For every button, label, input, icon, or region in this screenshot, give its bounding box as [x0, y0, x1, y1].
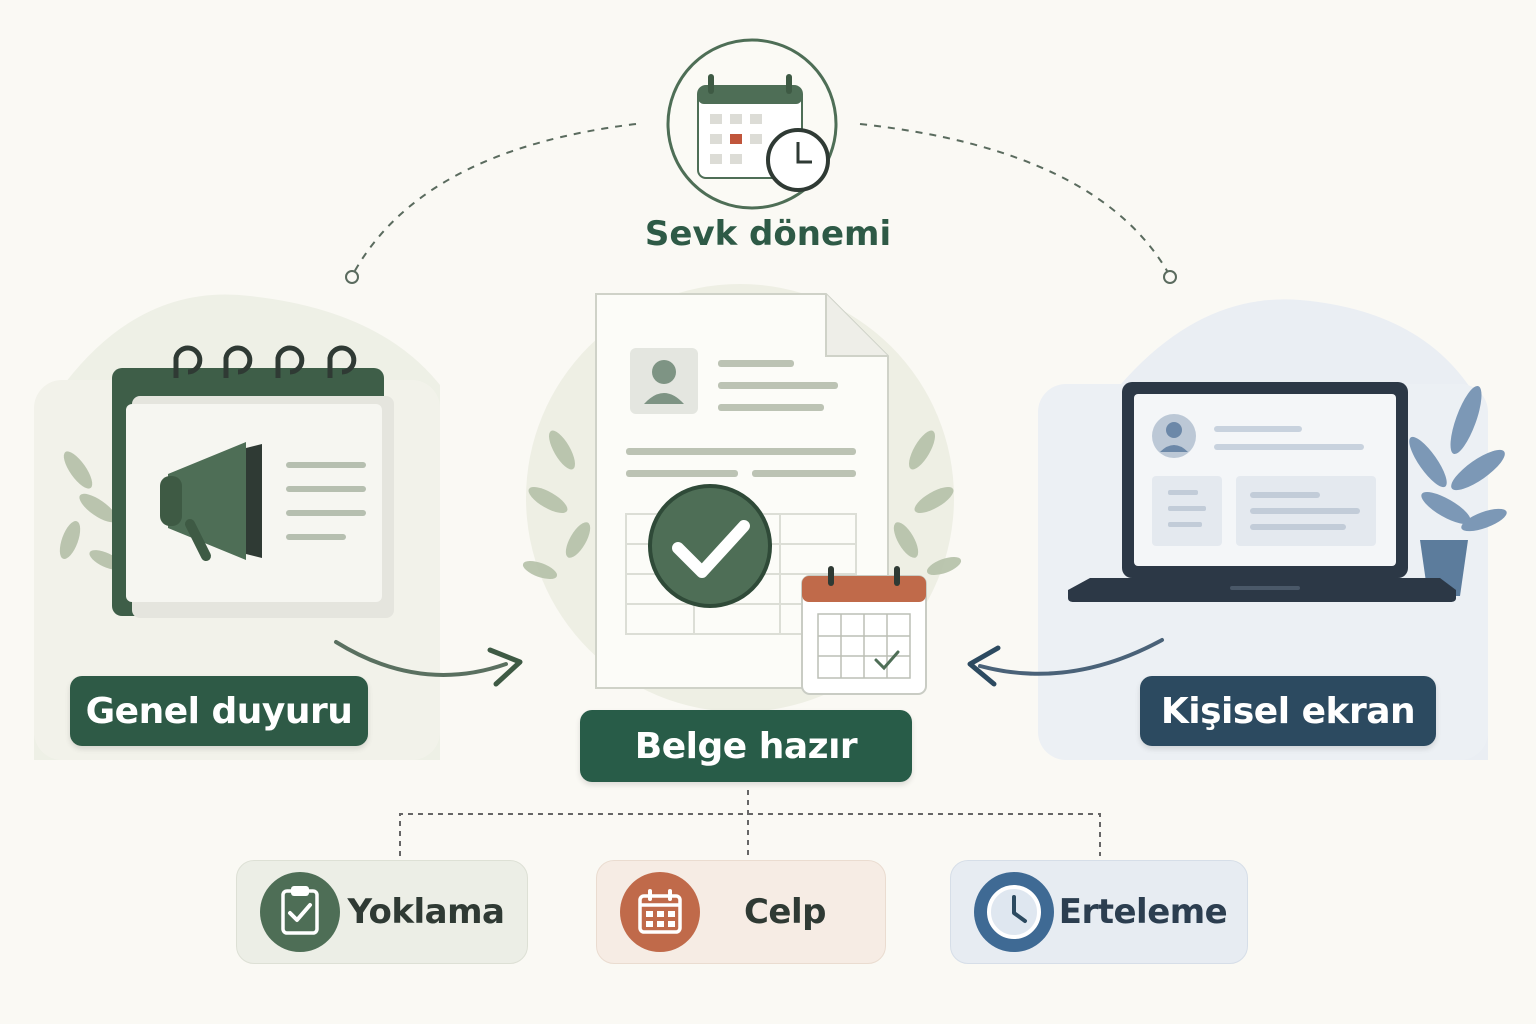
clock-icon — [974, 872, 1054, 952]
laptop-icon — [1068, 382, 1456, 602]
clipboard-check-icon — [260, 872, 340, 952]
outcome-connectors — [399, 790, 1101, 856]
outcome-celp: Celp — [596, 860, 886, 964]
center-panel — [522, 284, 962, 712]
checkmark-badge-icon — [648, 484, 772, 608]
diagram-title: Sevk dönemi — [644, 214, 892, 254]
outcome-yoklama: Yoklama — [236, 860, 528, 964]
calendar-clock-icon — [666, 38, 838, 210]
arrow-right-to-center — [978, 638, 1164, 676]
outcome-label: Celp — [743, 892, 827, 932]
small-calendar-icon — [801, 566, 927, 695]
node-kisisel-ekran: Kişisel ekran — [1140, 676, 1436, 746]
outcome-erteleme: Erteleme — [950, 860, 1248, 964]
node-belge-hazir: Belge hazır — [580, 710, 912, 782]
left-panel — [34, 294, 523, 760]
calendar-icon — [620, 872, 700, 952]
dashed-connector-left — [351, 123, 637, 277]
megaphone-icon — [160, 442, 262, 561]
node-genel-duyuru: Genel duyuru — [70, 676, 368, 746]
arrow-left-to-center — [334, 640, 508, 677]
dashed-connector-right — [859, 123, 1171, 277]
outcome-label: Erteleme — [1058, 892, 1228, 932]
right-panel — [967, 299, 1507, 760]
outcome-label: Yoklama — [347, 892, 505, 932]
